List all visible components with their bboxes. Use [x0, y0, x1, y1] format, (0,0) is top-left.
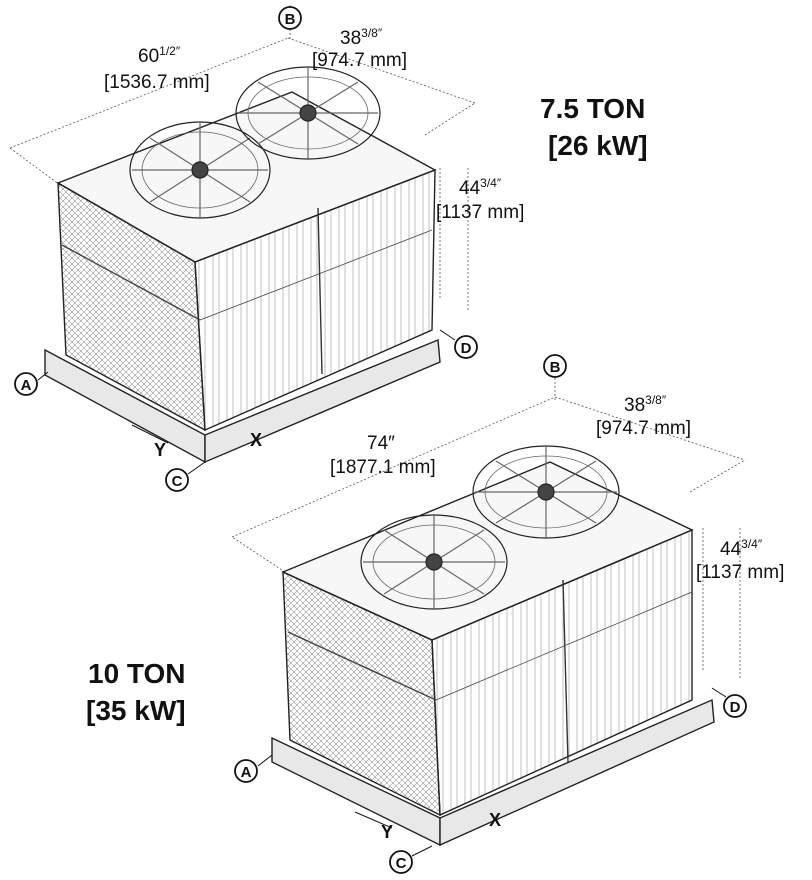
callout-a: A: [14, 371, 49, 396]
length-dimension-inches: 601/2″: [138, 44, 181, 67]
axis-x-label: X: [489, 810, 501, 830]
svg-text:D: D: [730, 699, 741, 716]
callout-d: D: [439, 329, 478, 359]
height-dimension-inches: 443/4″: [720, 537, 763, 560]
svg-text:B: B: [550, 359, 561, 376]
length-dimension-mm: [1877.1 mm]: [330, 457, 436, 478]
capacity-kw-label: [35 kW]: [86, 695, 186, 726]
axis-y-label: Y: [381, 822, 393, 842]
fan-guard-icon: [360, 514, 508, 610]
svg-text:A: A: [21, 377, 32, 394]
axis-x-label: X: [250, 430, 262, 450]
condenser-cabinet: [44, 91, 441, 464]
callout-b: B: [278, 6, 302, 30]
capacity-ton-label: 10 TON: [88, 658, 186, 689]
width-dimension-inches: 383/8″: [340, 26, 383, 49]
svg-text:C: C: [396, 855, 407, 872]
height-dimension-mm: [1137 mm]: [696, 562, 784, 583]
svg-text:A: A: [241, 764, 252, 781]
width-dimension-mm: [974.7 mm]: [312, 50, 407, 71]
callout-c: C: [165, 461, 206, 492]
dimension-lines: [231, 378, 746, 680]
callout-d: D: [711, 687, 747, 718]
height-dimension-inches: 443/4″: [459, 176, 502, 199]
height-dimension-mm: [1137 mm]: [436, 202, 524, 223]
callout-b: B: [543, 354, 567, 378]
fan-guard-icon: [472, 445, 620, 539]
capacity-ton-label: 7.5 TON: [540, 93, 645, 124]
fan-guard-icon: [235, 66, 381, 160]
width-dimension-inches: 383/8″: [624, 393, 667, 416]
svg-text:D: D: [461, 340, 472, 357]
svg-text:B: B: [285, 11, 296, 28]
fan-guard-icon: [129, 121, 271, 219]
capacity-kw-label: [26 kW]: [548, 130, 648, 161]
unit-10-ton: 10 TON [35 kW] 74″ [1877.1 mm] 383/8″ [9…: [86, 354, 784, 874]
width-dimension-mm: [974.7 mm]: [596, 418, 691, 439]
unit-7-5-ton: 7.5 TON [26 kW] 601/2″ [1536.7 mm] 383/8…: [9, 5, 648, 492]
axis-y-label: Y: [154, 440, 166, 460]
length-dimension-inches: 74″: [367, 433, 395, 454]
length-dimension-mm: [1536.7 mm]: [104, 72, 210, 93]
callout-c: C: [389, 845, 433, 874]
callout-a: A: [234, 754, 273, 783]
condenser-cabinet: [271, 461, 715, 847]
svg-text:C: C: [172, 473, 183, 490]
